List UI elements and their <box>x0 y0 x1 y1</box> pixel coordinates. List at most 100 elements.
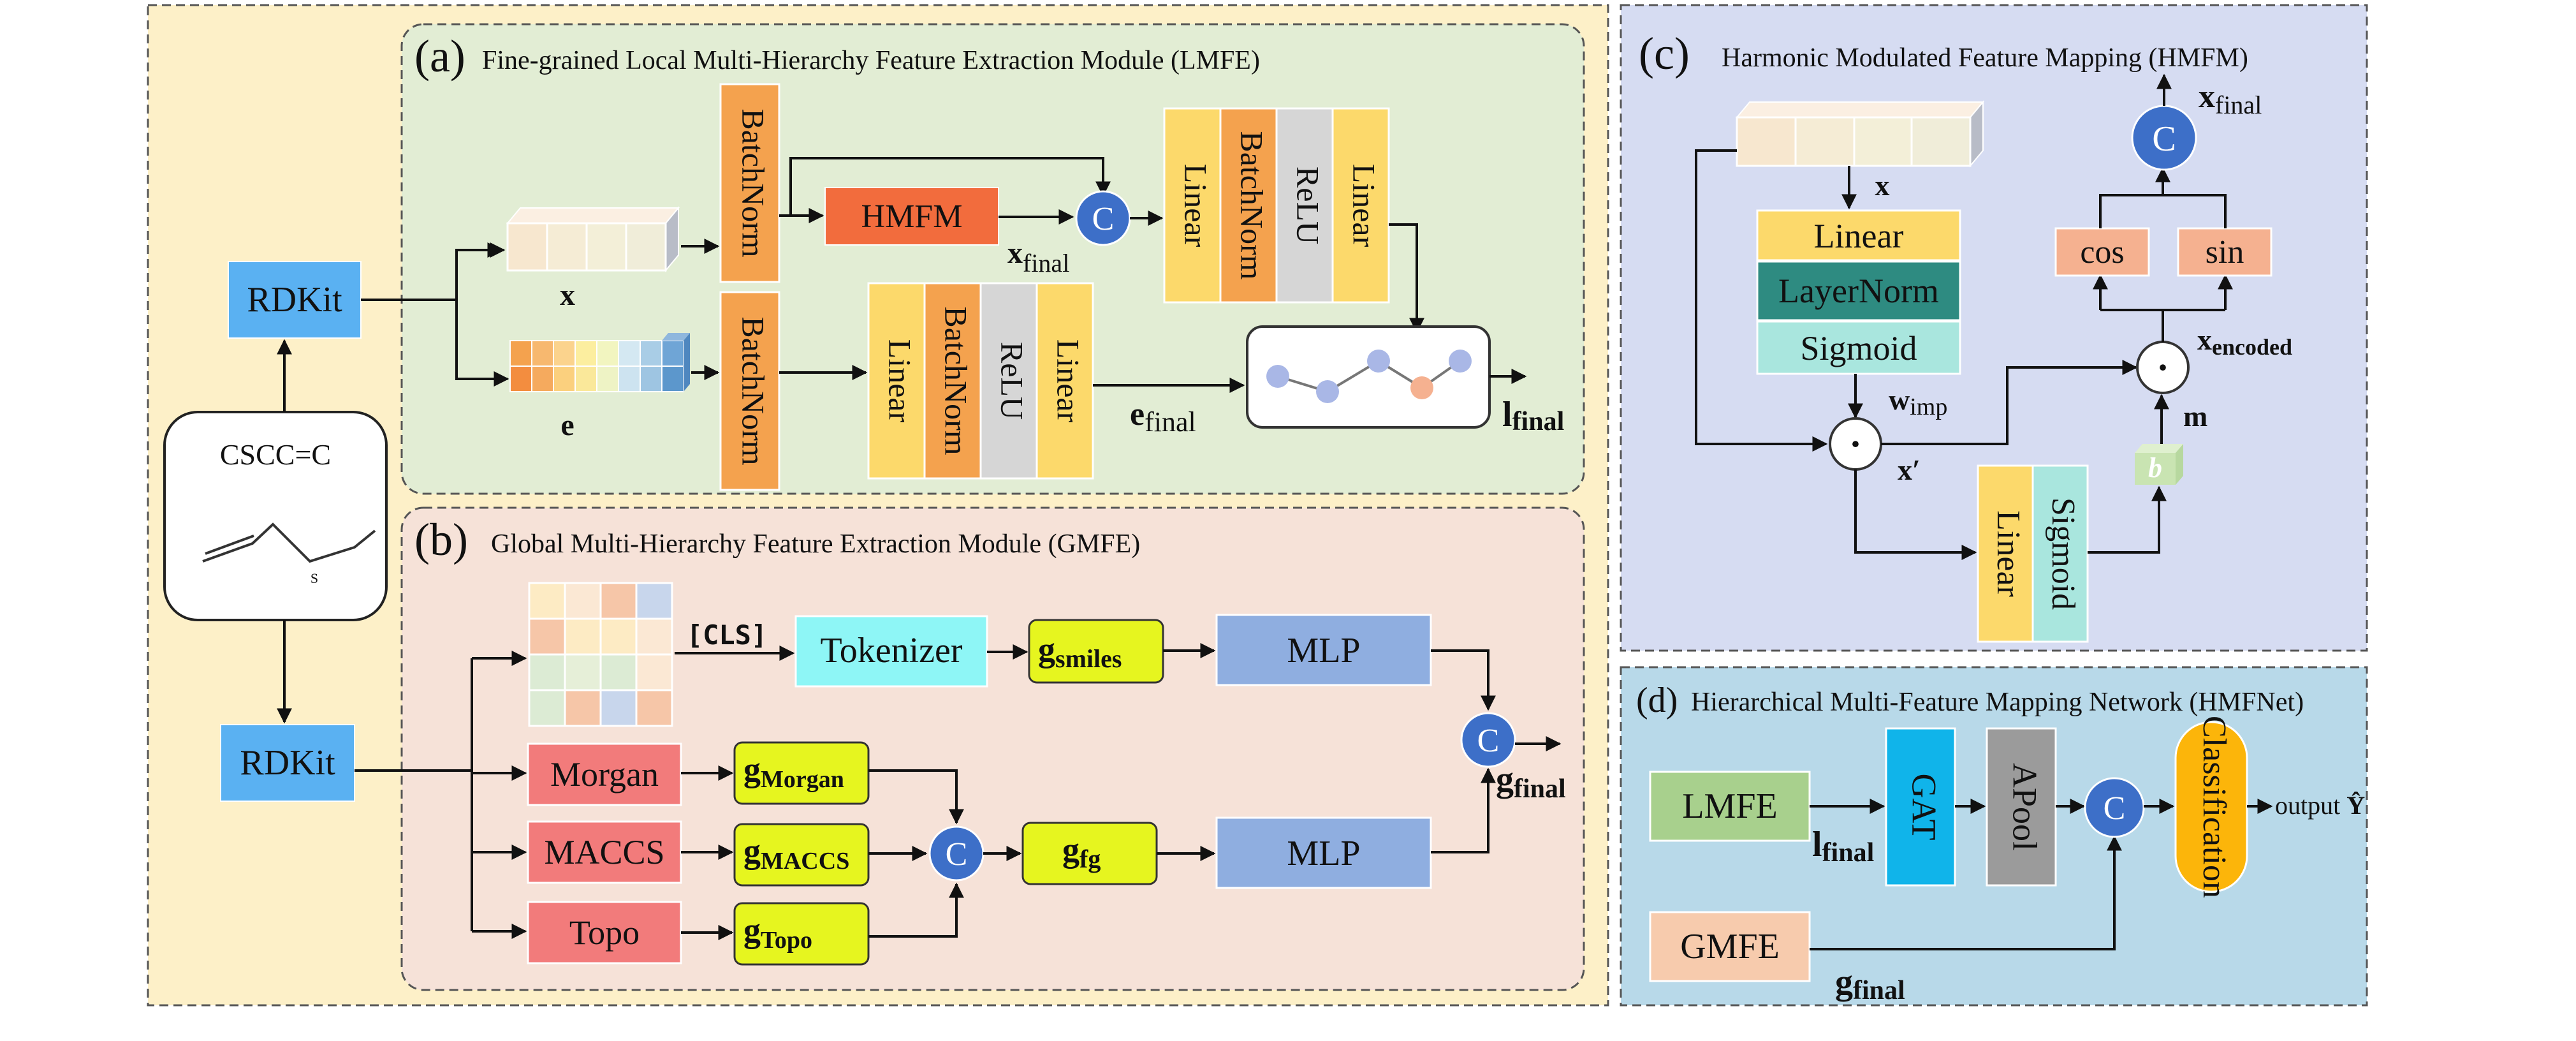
panel-b-title: Global Multi-Hierarchy Feature Extractio… <box>491 529 1140 559</box>
arrow-xprime-to-linear-sigmoid <box>1854 469 1977 560</box>
rdkit-label-top: RDKit <box>247 280 342 320</box>
g-topo-box <box>733 902 870 966</box>
concat-label-a: C <box>1092 201 1115 237</box>
panel-b-tag: (b) <box>414 514 468 565</box>
mlp-label-top: MLP <box>1287 631 1360 670</box>
connector-rdkit-split-b <box>355 658 473 931</box>
arrow-gmorgan-to-concat <box>868 769 964 825</box>
e-final-label: efinal <box>1130 396 1196 438</box>
apool-label: APool <box>2006 763 2044 851</box>
gmfe-input-box <box>1649 911 1811 982</box>
classification-label: Classification <box>2196 716 2232 898</box>
arrow-upper-mlp-to-graph <box>1389 223 1424 334</box>
molecular-graph <box>1266 350 1472 403</box>
l-final-label-a: lfinal <box>1502 395 1564 436</box>
sin-label: sin <box>2206 234 2244 270</box>
hmfm-sigmoid-box <box>1756 320 1961 375</box>
lmfe-input-label: LMFE <box>1682 786 1777 826</box>
molecule-structure <box>202 522 376 563</box>
apool-box <box>1986 727 2057 887</box>
rdkit-box-bottom <box>220 724 355 802</box>
panel-d-tag: (d) <box>1636 681 1678 720</box>
topo-box <box>527 901 682 964</box>
e-label: e <box>560 408 574 442</box>
x-label: x <box>560 278 575 312</box>
l-final-label-d: lfinal <box>1812 825 1874 867</box>
cos-label: cos <box>2080 234 2124 270</box>
batchnorm-box-bottom <box>719 291 780 491</box>
panel-a-title: Fine-grained Local Multi-Hierarchy Featu… <box>482 46 1260 75</box>
batchnorm-box-top <box>719 83 780 283</box>
e-feature-cubes <box>509 333 690 392</box>
g-final-label-b: gfinal <box>1496 760 1566 804</box>
g-morgan-label: gMorgan <box>743 750 844 793</box>
x-encoded-label: xencoded <box>2197 323 2292 360</box>
hmfm-linear-box <box>1756 209 1961 262</box>
g-final-label-d: gfinal <box>1835 963 1905 1005</box>
arrow-mlp-top-to-concat <box>1431 649 1496 711</box>
x-final-label-c: xfinal <box>2199 78 2262 119</box>
arrow-sigmoid2-to-b <box>2088 485 2167 554</box>
panel-c-title: Harmonic Modulated Feature Mapping (HMFM… <box>1722 43 2248 73</box>
concat-label-c: C <box>2152 119 2176 159</box>
tokenizer-box <box>794 615 988 688</box>
upper-linear-2: Linear <box>1347 164 1382 247</box>
panel-c-tag: (c) <box>1639 28 1690 79</box>
gat-label: GAT <box>1905 774 1943 841</box>
lower-linear-1: Linear <box>882 339 918 423</box>
lower-linear-2: Linear <box>1051 339 1087 423</box>
gat-box <box>1885 727 1956 887</box>
mult-dot-1: · <box>1849 423 1862 465</box>
hmfm-label: HMFM <box>861 198 963 235</box>
panel-a-tag: (a) <box>414 31 465 82</box>
arrow-xprime-to-mult2 <box>1881 360 2138 445</box>
g-fg-label: gfg <box>1062 831 1101 873</box>
concat-node-b-final <box>1460 712 1516 768</box>
hmfm-layernorm-box <box>1756 260 1961 321</box>
gmfe-input-label: GMFE <box>1680 927 1780 966</box>
upper-relu: ReLU <box>1291 166 1326 244</box>
b-label: b <box>2148 452 2162 484</box>
morgan-label: Morgan <box>550 755 659 794</box>
topo-label: Topo <box>569 913 640 952</box>
mult-dot-2: · <box>2156 346 2169 388</box>
molecule-sulfur-atom: S <box>311 570 318 586</box>
g-topo-label: gTopo <box>743 911 812 954</box>
rdkit-label-bottom: RDKit <box>240 743 335 783</box>
batchnorm-label-top: BatchNorm <box>736 108 772 257</box>
hmfm-sigmoid-label: Sigmoid <box>1800 329 1917 367</box>
concat-label-d: C <box>2104 790 2126 827</box>
panel-d-title: Hierarchical Multi-Feature Mapping Netwo… <box>1691 688 2304 717</box>
smiles-token-grid <box>528 582 673 727</box>
arrow-mlp-bottom-to-concat <box>1431 767 1496 853</box>
w-imp-label: wimp <box>1889 383 1947 420</box>
upper-linear-1: Linear <box>1178 164 1214 247</box>
maccs-box <box>527 820 682 884</box>
x-feature-cubes <box>506 206 680 272</box>
hmfm-linear2-label: Linear <box>1990 510 2026 597</box>
m-label: m <box>2183 400 2207 432</box>
cos-box <box>2054 227 2150 277</box>
x-final-label-a: xfinal <box>1007 236 1069 277</box>
morgan-box <box>527 742 682 806</box>
molecule-box <box>163 411 388 621</box>
batchnorm-label-bottom: BatchNorm <box>736 316 772 465</box>
arrow-gmfe-to-concat <box>1810 835 2122 950</box>
tokenizer-label: Tokenizer <box>820 631 962 670</box>
concat-label-b-final: C <box>1477 723 1500 759</box>
hmfm-box <box>824 187 999 246</box>
hmfm-sigmoid2-label: Sigmoid <box>2045 498 2081 610</box>
rdkit-box-top <box>228 261 362 339</box>
cls-token-label: [CLS] <box>687 619 767 651</box>
output-label: output Ŷ <box>2275 791 2365 820</box>
g-morgan-box <box>733 741 870 805</box>
lower-relu: ReLU <box>995 342 1030 420</box>
g-maccs-label: gMACCS <box>743 832 849 875</box>
concat-label-b-inner: C <box>946 836 968 873</box>
mlp-label-bottom: MLP <box>1287 834 1360 873</box>
x-prime-label: x′ <box>1898 454 1921 486</box>
skip-connection <box>789 157 1111 216</box>
arrow-gtopo-to-concat <box>868 882 964 938</box>
hmfm-linear-label: Linear <box>1814 217 1904 255</box>
arrow-xencoded-split <box>2100 309 2225 342</box>
